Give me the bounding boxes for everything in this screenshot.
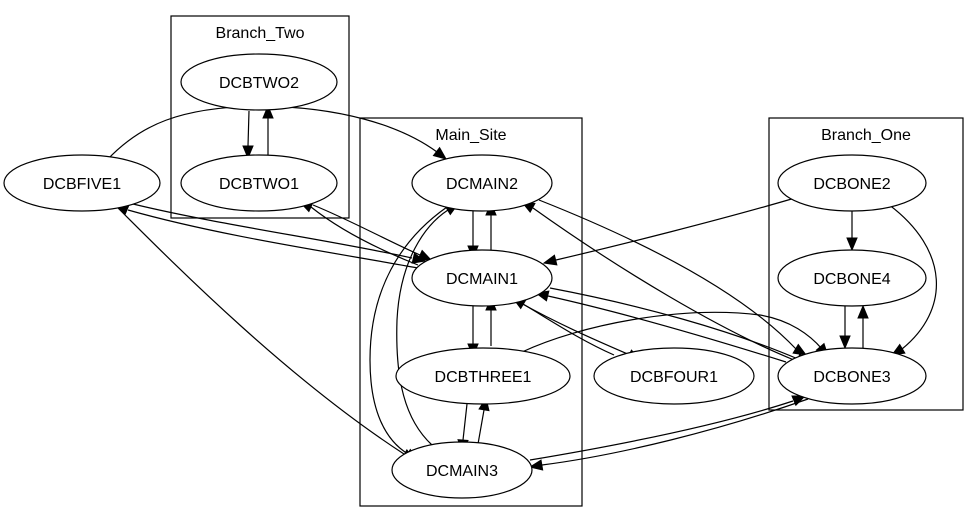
node-ellipse — [593, 347, 755, 405]
edge-dcbtwo1-to-dcbtwo2 — [262, 104, 274, 155]
node-dcbone3[interactable]: DCBONE3 — [777, 347, 927, 405]
node-ellipse — [3, 154, 161, 212]
edge-dcbone2-to-dcmain1 — [542, 197, 796, 266]
edge-line — [887, 203, 938, 350]
edge-dcbfive1-to-dcmain3 — [117, 207, 417, 461]
node-ellipse — [180, 154, 338, 212]
cluster-label: Main_Site — [435, 127, 506, 144]
cluster-box — [170, 15, 350, 219]
cluster-box — [359, 117, 583, 507]
node-dcbtwo1[interactable]: DCBTWO1 — [180, 154, 338, 212]
node-label: DCBTHREE1 — [435, 369, 532, 386]
node-dcmain1[interactable]: DCMAIN1 — [411, 249, 553, 307]
edge-dcbone3-to-dcbone4 — [857, 304, 869, 348]
edge-dcbfive1-to-dcmain1 — [132, 203, 427, 264]
node-label: DCBONE3 — [813, 369, 890, 386]
node-label: DCBFIVE1 — [43, 176, 121, 193]
node-dcbfour1[interactable]: DCBFOUR1 — [593, 347, 755, 405]
edge-dcbtwo1-to-dcmain1 — [312, 204, 433, 261]
node-label: DCMAIN2 — [446, 176, 518, 193]
edge-line — [462, 403, 468, 441]
arrowhead-icon — [528, 459, 544, 471]
node-label: DCBFOUR1 — [630, 369, 718, 386]
node-ellipse — [395, 347, 571, 405]
edge-line — [521, 311, 823, 353]
node-label: DCBTWO1 — [219, 176, 299, 193]
node-ellipse — [777, 347, 927, 405]
edge-line — [541, 398, 809, 466]
edge-line — [369, 206, 448, 455]
node-dcbthree1[interactable]: DCBTHREE1 — [395, 347, 571, 405]
node-label: DCMAIN3 — [426, 463, 498, 480]
cluster-label: Branch_One — [821, 127, 911, 144]
arrowhead-icon — [857, 304, 869, 319]
edge-dcmain3-to-dcbthree1 — [477, 396, 490, 445]
edge-line — [132, 203, 413, 259]
node-label: DCBONE2 — [813, 176, 890, 193]
edge-dcmain3-to-dcmain2 — [396, 203, 460, 446]
cluster-main-site: Main_Site — [359, 117, 583, 507]
cluster-box — [768, 117, 964, 411]
arrowhead-icon — [262, 104, 274, 119]
edge-line — [547, 295, 787, 363]
edge-line — [522, 303, 615, 356]
node-ellipse — [411, 154, 553, 212]
cluster-branch-two: Branch_Two — [170, 15, 350, 219]
node-label: DCBTWO2 — [219, 75, 299, 92]
edge-line — [127, 209, 419, 269]
edge-dcmain2-to-dcmain3 — [369, 206, 448, 461]
edge-line — [549, 287, 799, 360]
cluster-branch-one: Branch_One — [768, 117, 964, 411]
edge-line — [117, 207, 405, 455]
arrowhead-icon — [432, 146, 448, 160]
node-ellipse — [777, 154, 927, 212]
node-dcbone4[interactable]: DCBONE4 — [777, 249, 927, 307]
edge-line — [518, 301, 631, 356]
edge-line — [538, 199, 797, 350]
arrowhead-icon — [792, 343, 808, 356]
edge-dcmain1-to-dcbfive1 — [114, 204, 419, 269]
edge-dcbtwo2-to-dcbtwo1 — [242, 110, 254, 160]
edge-dcbone2-to-dcbone4 — [846, 211, 858, 252]
edge-dcbfive1-to-dcmain2 — [106, 105, 448, 161]
node-dcbtwo2[interactable]: DCBTWO2 — [180, 53, 338, 111]
edge-dcmain3-to-dcbone3 — [529, 395, 807, 461]
node-dcmain2[interactable]: DCMAIN2 — [411, 154, 553, 212]
node-ellipse — [180, 53, 338, 111]
edge-line — [310, 206, 419, 266]
edge-line — [396, 209, 449, 446]
arrowhead-icon — [242, 145, 254, 160]
edge-dcbone3-to-dcmain3 — [528, 398, 809, 471]
edge-line — [555, 197, 796, 261]
edge-dcbone4-to-dcbone3 — [839, 306, 851, 350]
node-ellipse — [777, 249, 927, 307]
node-ellipse — [411, 249, 553, 307]
node-ellipse — [391, 441, 533, 499]
edge-line — [247, 110, 250, 147]
arrowhead-icon — [839, 335, 851, 350]
node-label: DCBONE4 — [813, 271, 890, 288]
cluster-label: Branch_Two — [216, 25, 305, 42]
arrowhead-icon — [846, 237, 858, 252]
arrowhead-icon — [542, 254, 558, 266]
node-dcbfive1[interactable]: DCBFIVE1 — [3, 154, 161, 212]
edge-line — [312, 204, 421, 256]
edge-line — [106, 105, 438, 161]
arrowhead-icon — [417, 249, 433, 261]
node-dcmain3[interactable]: DCMAIN3 — [391, 441, 533, 499]
edge-line — [477, 409, 485, 445]
edge-line — [529, 400, 794, 461]
node-label: DCMAIN1 — [446, 271, 518, 288]
edge-line — [532, 207, 795, 361]
node-dcbone2[interactable]: DCBONE2 — [777, 154, 927, 212]
